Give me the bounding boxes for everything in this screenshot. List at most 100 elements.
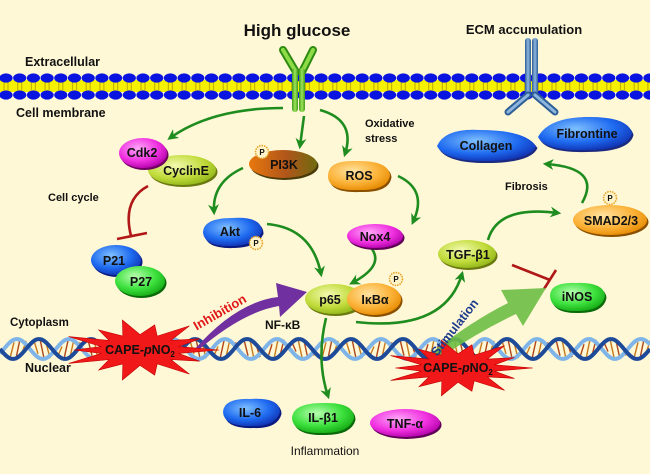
lipid-head [13,90,27,100]
smad-label: SMAD2/3 [584,214,638,228]
lipid-head [643,90,650,100]
dna-base-pair [249,339,255,360]
lipid-head [163,90,177,100]
tnf-a-label: TNF-α [387,417,423,431]
protein-tgf-b1[interactable]: TGF-β1 [438,240,498,270]
protein-il6[interactable]: IL-6 [223,398,282,429]
lipid-head [259,90,273,100]
lipid-head [314,90,328,100]
phospho-icon: P [607,194,613,203]
dna-base-pair [399,339,405,356]
cdk2-label: Cdk2 [127,146,158,160]
lipid-head [0,90,13,100]
dna-base-pair [609,338,615,358]
phospho-badge-pi3k: P [254,144,270,160]
dna-base-pair [579,344,585,358]
drug-cape-pno2-right[interactable]: CAPE-pNO2 [390,339,533,397]
protein-inos[interactable]: iNOS [550,282,607,314]
dna-base-pair [351,338,357,359]
lipid-head [451,73,465,83]
nox4-label: Nox4 [360,230,391,244]
cycline-label: CyclinE [163,164,209,178]
lipid-head [204,73,219,83]
cell-membrane-label: Cell membrane [16,106,106,120]
protein-il-b1[interactable]: IL-β1 [292,402,356,436]
lipid-head [615,73,630,83]
protein-p65[interactable]: p65 [305,284,365,316]
lipid-head [383,73,397,83]
akt-label: Akt [220,225,241,239]
protein-smad[interactable]: SMAD2/3 [573,205,649,237]
drug-cape-pno2-left[interactable]: CAPE-pNO2 [68,319,220,381]
protein-akt[interactable]: Akt [203,217,264,249]
arrow-nox4-to-ikba [349,248,377,285]
protein-fibrontine[interactable]: Fibrontine [538,116,634,153]
ecm-receptor-icon [504,38,559,116]
dna-base-pair [219,340,225,360]
lipid-head [369,73,383,83]
protein-ros[interactable]: ROS [328,160,392,193]
arrow-receptor-to-pi3k [295,115,307,150]
lipid-head [218,73,232,83]
pi3k-label: PI3K [270,158,298,172]
phospho-icon: P [259,148,265,157]
nuclear-label: Nuclear [25,361,71,375]
protein-ikba[interactable]: IκBα [347,283,403,317]
dna-base-pair [267,344,273,358]
dna-base-pair [243,339,249,356]
arrow-pi3k-to-akt [208,166,244,216]
oxidative-stress-label-line2: stress [365,133,397,145]
arrow-ros-to-nox4 [397,174,422,225]
lipid-head [204,90,219,100]
ecm-accumulation-label: ECM accumulation [466,22,582,37]
lipid-head [341,73,356,83]
lipid-head [492,73,506,83]
arrow-p65-to-tgf-b1 [355,270,466,325]
protein-p27[interactable]: P27 [115,266,167,298]
cell-cycle-label: Cell cycle [48,192,99,204]
inhibition-arrow-icon [194,283,307,352]
dna-base-pair [507,338,513,359]
lipid-head [40,90,54,100]
drug-label: CAPE-pNO2 [105,343,175,359]
lipid-head [547,90,561,100]
lipid-head [177,90,191,100]
dna-base-pair [345,340,351,354]
lipid-head [67,73,82,83]
dna-base-pair [9,342,15,359]
cytoplasm-label: Cytoplasm [10,317,69,329]
lipid-head [478,90,493,100]
lipid-head [246,90,260,100]
lipid-head [574,73,589,83]
arrow-p65-to-il-b1 [320,317,331,400]
inflammation-label: Inflammation [291,444,360,458]
dna-base-pair [501,340,507,354]
lipid-head [54,90,68,100]
fibrosis-label: Fibrosis [505,181,548,193]
lipid-head [232,73,246,83]
lipid-head [95,73,109,83]
lipid-head [136,90,150,100]
protein-cdk2[interactable]: Cdk2 [119,138,169,170]
phospho-badge-ikba: P [388,271,404,287]
stimulation-arrow-icon [430,288,546,358]
protein-tnf-a[interactable]: TNF-α [370,409,442,439]
protein-nox4[interactable]: Nox4 [347,224,405,250]
dna-base-pair [273,339,279,360]
lipid-head [602,90,616,100]
lipid-head [506,73,520,83]
lipid-head [273,73,287,83]
lipid-head [355,90,369,100]
ros-label: ROS [345,169,372,183]
lipid-head [26,73,40,83]
lipid-head [424,73,438,83]
lipid-head [369,90,383,100]
protein-collagen[interactable]: Collagen [437,129,538,164]
lipid-head [629,73,643,83]
lipid-head [259,73,273,83]
dna-base-pair [327,338,333,359]
tgf-b1-label: TGF-β1 [446,248,490,262]
lipid-head [0,73,13,83]
dna-base-pair [405,339,411,360]
lipid-head [54,73,68,83]
